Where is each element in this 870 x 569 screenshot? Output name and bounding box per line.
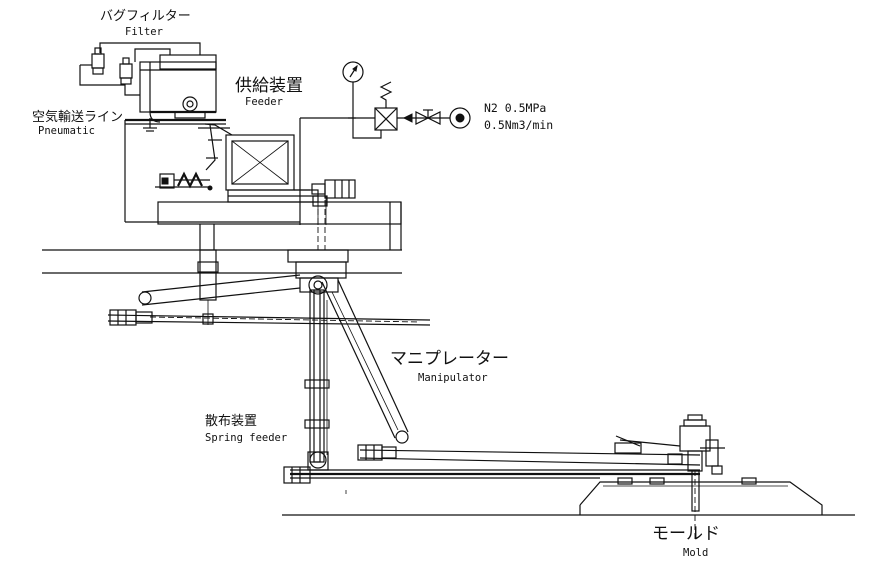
- motor-icon: [311, 179, 356, 199]
- n2-spec-line2: 0.5Nm3/min: [484, 118, 553, 132]
- n2-spec-line1: N2 0.5MPa: [484, 101, 546, 115]
- pneumatic-label-jp: 空気輸送ライン: [32, 109, 123, 125]
- bag-filter-label-en: Filter: [125, 26, 163, 38]
- solenoid-valve-icon: [119, 57, 133, 85]
- manipulator-label-jp: マニプレーター: [390, 349, 509, 369]
- pneumatic-label-en: Pneumatic: [38, 125, 95, 137]
- spring-feeder-column: [304, 289, 330, 471]
- spring-feeder-label-jp: 散布装置: [205, 414, 257, 429]
- feeder-label-en: Feeder: [245, 96, 283, 108]
- spring-feeder-label-en: Spring feeder: [205, 432, 287, 444]
- mold-label-jp: モールド: [652, 524, 720, 544]
- manipulator-lower-arm: [283, 444, 701, 494]
- manipulator-upper-arm: [107, 274, 431, 326]
- manipulator-diagonal-arm: [321, 279, 409, 444]
- n2-source-icon: [449, 107, 471, 129]
- feeder: [155, 117, 402, 250]
- pressure-gauge-icon: [342, 61, 364, 83]
- feeder-label-jp: 供給装置: [235, 76, 303, 96]
- mold: [282, 414, 855, 540]
- bag-filter: [79, 42, 217, 119]
- n2-supply-line: [342, 61, 471, 139]
- solenoid-valve-icon: [91, 47, 105, 75]
- bag-filter-label-jp: バグフィルター: [100, 9, 191, 24]
- motor-icon: [357, 444, 397, 461]
- manipulator-label-en: Manipulator: [418, 372, 488, 384]
- motor-icon: [109, 309, 153, 326]
- support-rail: [42, 200, 402, 325]
- motor-icon: [283, 466, 311, 484]
- mold-label-en: Mold: [683, 547, 708, 559]
- valve-icon: [415, 109, 441, 125]
